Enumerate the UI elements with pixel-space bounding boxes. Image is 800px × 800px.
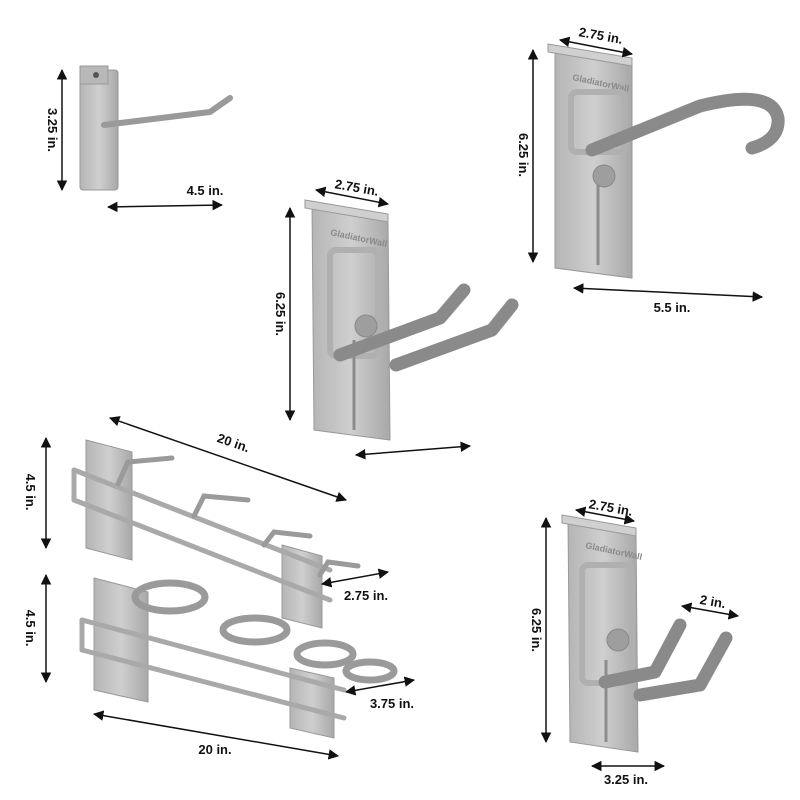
- fork-hook-gap-arrow: [680, 602, 740, 620]
- double-hook-width-arrow: [314, 186, 390, 208]
- fork-hook-prong-right: [633, 631, 733, 702]
- long-j-hook: GladiatorWall: [547, 43, 785, 279]
- double-hook-arm-right: [389, 298, 519, 372]
- small-hook-height-label: 3.25 in.: [45, 108, 60, 152]
- long-j-hook-width-arrow: [558, 36, 634, 58]
- fork-hook-width-label: 2.75 in.: [588, 496, 634, 518]
- long-j-hook-length-arrow: [572, 283, 764, 302]
- fork-hook-knob: [606, 628, 630, 652]
- double-hook-height-label: 6.25 in.: [273, 292, 288, 336]
- ring-rack-rail-bottom: [79, 647, 347, 721]
- ring-rack-plate-left: [93, 577, 149, 703]
- small-hook-length-label: 4.5 in.: [187, 183, 224, 198]
- hook-rack-rail-bottom: [71, 497, 333, 603]
- long-j-hook-length-label: 5.5 in.: [654, 300, 691, 315]
- hook-rack-length-label: 20 in.: [215, 430, 251, 455]
- small-hook-wire: [101, 95, 233, 128]
- double-hook-knob: [354, 314, 378, 338]
- ring-rack-ring: [219, 614, 291, 646]
- ring-rack-length-label: 20 in.: [198, 742, 231, 757]
- double-hook: GladiatorWall: [304, 199, 519, 441]
- small-hook-length-arrow: [106, 199, 224, 213]
- double-hook-length-arrow: [354, 441, 472, 460]
- long-j-hook-knob: [592, 164, 616, 188]
- fork-hook-gap-label: 2 in.: [699, 592, 727, 611]
- hook-rack-hook-label: 2.75 in.: [344, 588, 388, 603]
- long-j-hook-width-label: 2.75 in.: [578, 24, 624, 46]
- small-hook-plate: [79, 69, 119, 191]
- fork-hook: GladiatorWall: [561, 514, 733, 753]
- ring-rack: [79, 577, 398, 739]
- long-j-hook-height-label: 6.25 in.: [516, 133, 531, 177]
- fork-hook-width-arrow: [574, 506, 636, 525]
- hook-rack-hook: [191, 493, 251, 519]
- fork-hook-height-label: 6.25 in.: [529, 608, 544, 652]
- ring-rack-length-arrow: [92, 710, 340, 760]
- long-j-hook-arm: [585, 92, 785, 157]
- hook-rack-hook: [317, 559, 361, 578]
- hook-rack-height-label: 4.5 in.: [23, 474, 38, 511]
- hook-rack-plate-left: [85, 439, 133, 561]
- hook-rack-hook-arrow: [320, 568, 390, 588]
- fork-hook-length-label: 3.25 in.: [604, 772, 648, 787]
- hook-rack-length-arrow: [109, 416, 347, 502]
- fork-hook-prong-left: [598, 618, 687, 689]
- ring-rack-ring: [293, 639, 357, 669]
- ring-rack-rail-top: [79, 617, 347, 693]
- ring-rack-height-label: 4.5 in.: [23, 610, 38, 647]
- ring-rack-ring-label: 3.75 in.: [370, 696, 414, 711]
- small-hook: [79, 65, 233, 191]
- ring-rack-ring-arrow: [344, 676, 416, 696]
- ring-rack-ring: [342, 658, 398, 684]
- hook-rack-hook: [261, 529, 313, 548]
- ring-rack-ring: [131, 579, 209, 615]
- small-hook-hole: [93, 72, 99, 78]
- double-hook-arm-left: [333, 283, 471, 362]
